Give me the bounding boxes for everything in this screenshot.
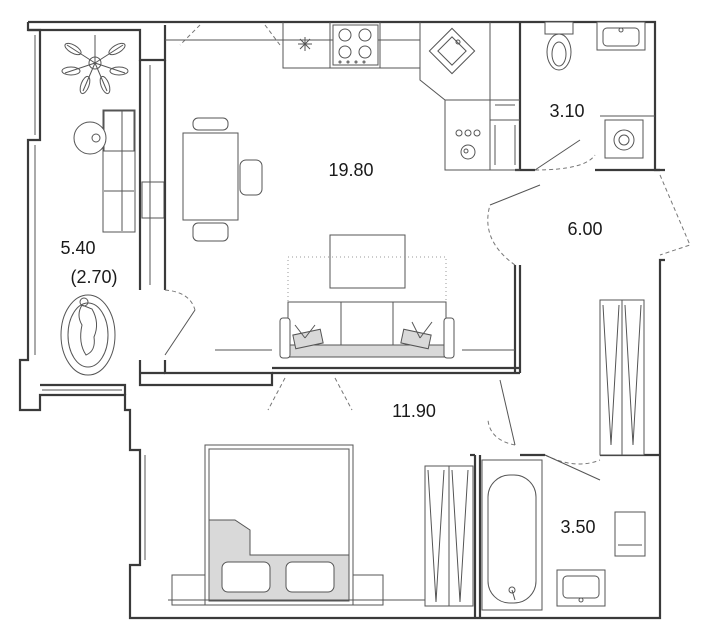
wardrobe-icon bbox=[424, 465, 474, 607]
bathroom-top bbox=[544, 21, 655, 159]
toilet-icon bbox=[544, 21, 574, 71]
coffee-table bbox=[73, 121, 107, 155]
hallway-area-label: 6.00 bbox=[567, 219, 602, 239]
washbasin-icon bbox=[556, 569, 606, 607]
dining-table bbox=[182, 117, 263, 242]
doors bbox=[164, 24, 691, 481]
sink-icon bbox=[428, 27, 476, 75]
kitchen bbox=[165, 22, 520, 171]
tv bbox=[329, 234, 406, 289]
plant-icon bbox=[61, 35, 129, 95]
column bbox=[141, 181, 165, 219]
washing-machine-icon bbox=[614, 511, 646, 557]
bathroom-bottom-area-label: 3.50 bbox=[560, 517, 595, 537]
bathtub-icon bbox=[481, 459, 543, 611]
kitchen-living-area-label: 19.80 bbox=[328, 160, 373, 180]
bedroom-area-label: 11.90 bbox=[392, 401, 436, 421]
interior-walls bbox=[138, 22, 660, 618]
windows bbox=[34, 35, 151, 560]
lounge-sofa bbox=[102, 109, 136, 233]
oven-icon bbox=[455, 129, 481, 160]
bathroom-top-area-label: 3.10 bbox=[549, 101, 584, 121]
washing-machine-icon bbox=[604, 119, 644, 159]
balcony-area-label: 5.40 bbox=[60, 238, 95, 258]
star-icon bbox=[298, 37, 312, 51]
balcony-furniture bbox=[60, 35, 136, 376]
bedroom-furniture bbox=[168, 444, 470, 606]
bathroom-bottom bbox=[481, 459, 646, 611]
wardrobe-icon bbox=[599, 299, 645, 456]
balcony-sub-area-label: (2.70) bbox=[70, 267, 117, 287]
plant-icon bbox=[294, 321, 433, 339]
dog-rug-icon bbox=[60, 294, 116, 376]
room-labels: 5.40 (2.70) 19.80 3.10 6.00 11.90 3.50 bbox=[60, 101, 602, 537]
stove-icon bbox=[332, 24, 379, 66]
washbasin-icon bbox=[596, 21, 646, 51]
tv-and-sofa bbox=[215, 234, 515, 359]
